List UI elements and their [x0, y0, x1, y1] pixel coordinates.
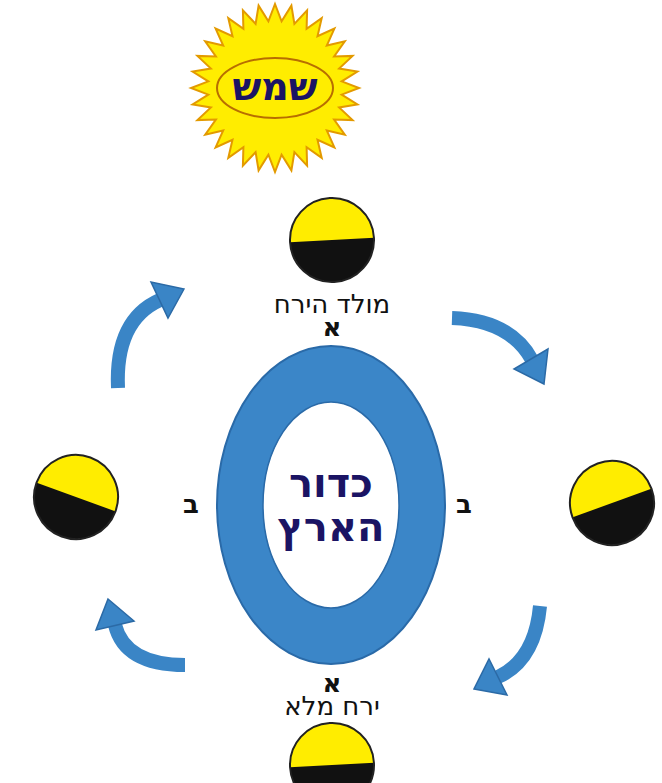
- orbit-arrow: [498, 606, 540, 677]
- orbit-ring: [217, 346, 445, 664]
- position-letter: ב: [183, 490, 199, 519]
- sun-rays: [191, 4, 359, 172]
- arrow-head: [514, 349, 548, 384]
- earth-label: כדור הארץ: [269, 461, 394, 549]
- orbit-arrow: [452, 318, 532, 360]
- moon: [19, 439, 133, 552]
- arrow-head: [96, 599, 134, 630]
- orbit-arrow: [115, 625, 185, 665]
- moon: [285, 193, 379, 285]
- moon: [285, 718, 379, 783]
- orbit-arrow: [118, 300, 160, 388]
- sun-node: שמש: [189, 2, 361, 174]
- sun-center: [217, 58, 333, 118]
- position-letter: ב: [456, 490, 472, 519]
- arrow-head: [474, 659, 507, 695]
- arrow-head: [151, 282, 184, 318]
- earth-node: כדור הארץ: [215, 344, 447, 666]
- position-letter: א: [323, 313, 342, 342]
- phase-label: ירח מלא: [284, 692, 380, 721]
- sun-label: שמש: [232, 67, 317, 109]
- moon: [554, 445, 662, 558]
- arrow-heads: [96, 282, 548, 695]
- earth-disc: [263, 402, 399, 608]
- orbit-arrows: [115, 300, 540, 677]
